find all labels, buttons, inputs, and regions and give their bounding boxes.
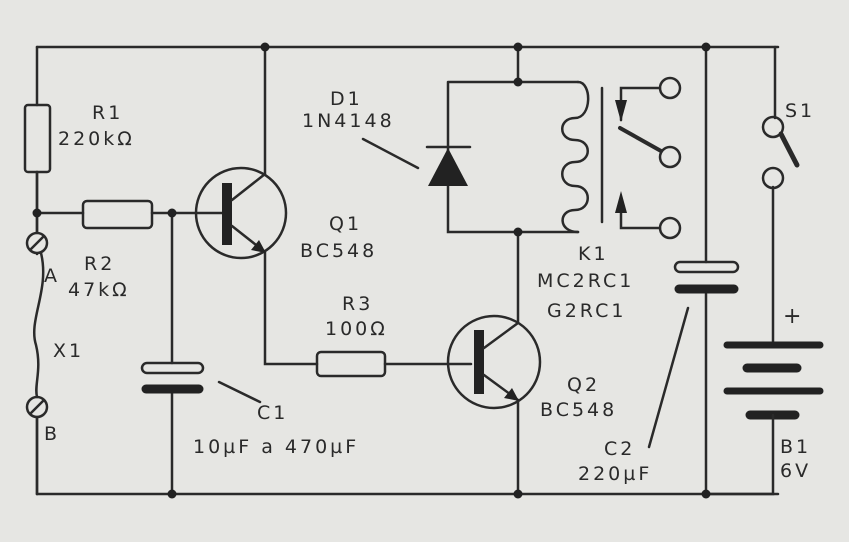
k1-contact-common (658, 145, 682, 169)
c2-value: 220µF (578, 463, 653, 485)
d1-value: 1N4148 (302, 110, 395, 132)
terminal-slash (29, 399, 45, 415)
arrow-up-icon (615, 191, 627, 213)
r3-resistor (315, 350, 387, 378)
d1-diode (428, 148, 468, 186)
c2-plate (673, 260, 740, 274)
q1-leads (230, 45, 319, 366)
arrow-down-icon (615, 100, 627, 122)
q2-label: Q2 (567, 374, 601, 396)
relay-wires (446, 45, 580, 234)
k1-nc-lead (619, 86, 662, 122)
q1-label: Q1 (329, 213, 363, 235)
r1-resistor (23, 103, 52, 174)
r2-resistor (81, 199, 154, 230)
terminal-slash (29, 235, 45, 251)
k1-value: MC2RC1 (537, 270, 635, 292)
s1-terminal (761, 115, 785, 139)
c1-value: 10µF a 470µF (193, 436, 360, 458)
s1-label: S1 (785, 100, 816, 122)
b1-label: B1 (780, 436, 812, 458)
k1-contact-nc (658, 76, 682, 100)
r3-value: 100Ω (325, 318, 388, 340)
q2-transistor (446, 314, 542, 410)
q1-transistor (194, 166, 288, 260)
k1-value-alt: G2RC1 (547, 300, 627, 322)
q2-emitter-arrow (504, 388, 519, 401)
wire (771, 45, 777, 347)
q2-base (474, 330, 484, 394)
k1-coil (561, 80, 590, 234)
x1-sensor-wire (32, 251, 45, 399)
d1-leader (361, 137, 420, 170)
junction-dots (32, 42, 711, 499)
r3-label: R3 (342, 293, 374, 315)
b1-plus-sign: + (783, 304, 805, 329)
q1-value: BC548 (300, 240, 378, 262)
x1-terminal-a (25, 231, 49, 255)
k1-switch-arm (618, 126, 663, 153)
c1-leader (217, 380, 262, 404)
d1-label: D1 (330, 88, 363, 110)
x1-label: X1 (53, 340, 85, 362)
c2-leader (647, 306, 690, 449)
wire (704, 413, 775, 496)
c2-label: C2 (604, 438, 636, 460)
s1-terminal (761, 166, 785, 190)
r2-value: 47kΩ (68, 279, 130, 301)
c1-plate (140, 361, 205, 375)
r1-label: R1 (92, 102, 124, 124)
x1-terminal-a-label: A (44, 265, 60, 287)
q2-leads (482, 230, 520, 496)
r2-label: R2 (84, 253, 116, 275)
r1-value: 220kΩ (58, 128, 135, 150)
k1-label: K1 (578, 243, 609, 265)
x1-terminal-b-label: B (44, 423, 61, 445)
b1-value: 6V (780, 460, 812, 482)
c1-label: C1 (257, 402, 289, 424)
k1-contact-no (658, 216, 682, 240)
s1-lever (778, 131, 800, 168)
q1-base (222, 183, 232, 245)
q2-value: BC548 (540, 399, 618, 421)
q1-emitter-arrow (251, 240, 266, 253)
